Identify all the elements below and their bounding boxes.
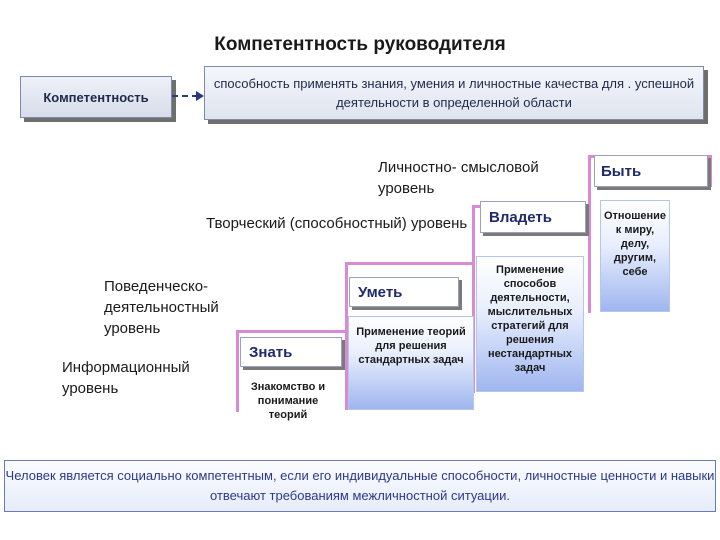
stair-riser-2 (345, 262, 348, 410)
term-box: Компетентность (20, 76, 172, 118)
desc-can: Применение теорий для решения стандартны… (348, 316, 474, 410)
level-informational: Информационный уровень (62, 359, 190, 397)
stair-riser-3 (472, 205, 475, 393)
stair-riser-4 (588, 155, 591, 313)
stair-tread-2 (345, 262, 473, 265)
stair-end (709, 155, 712, 187)
level-creative: Творческий (способностный) уровень (206, 215, 468, 232)
footer-note: Человек является социально компетентным,… (4, 460, 716, 512)
desc-know: Знакомство и понимание теорий (250, 381, 326, 421)
level-personal: Личностно- смысловой уровень (378, 159, 539, 197)
level-behavioral: Поведенческо-деятельностный уровень (104, 278, 219, 337)
step-own: Владеть (480, 201, 586, 233)
step-can: Уметь (349, 277, 459, 307)
definition-box: способность применять знания, умения и л… (204, 66, 704, 120)
step-be: Быть (594, 155, 708, 187)
arrow-head-icon (196, 91, 204, 101)
desc-own: Применение способов деятельности, мыслит… (476, 256, 584, 392)
dashed-arrow-icon (172, 95, 198, 97)
diagram-title: Компетентность руководителя (214, 34, 506, 55)
step-know: Знать (240, 337, 342, 367)
stair-tread-1 (236, 330, 346, 333)
desc-be: Отношение к миру, делу, другим, себе (600, 200, 670, 312)
stair-riser-1 (236, 330, 239, 412)
